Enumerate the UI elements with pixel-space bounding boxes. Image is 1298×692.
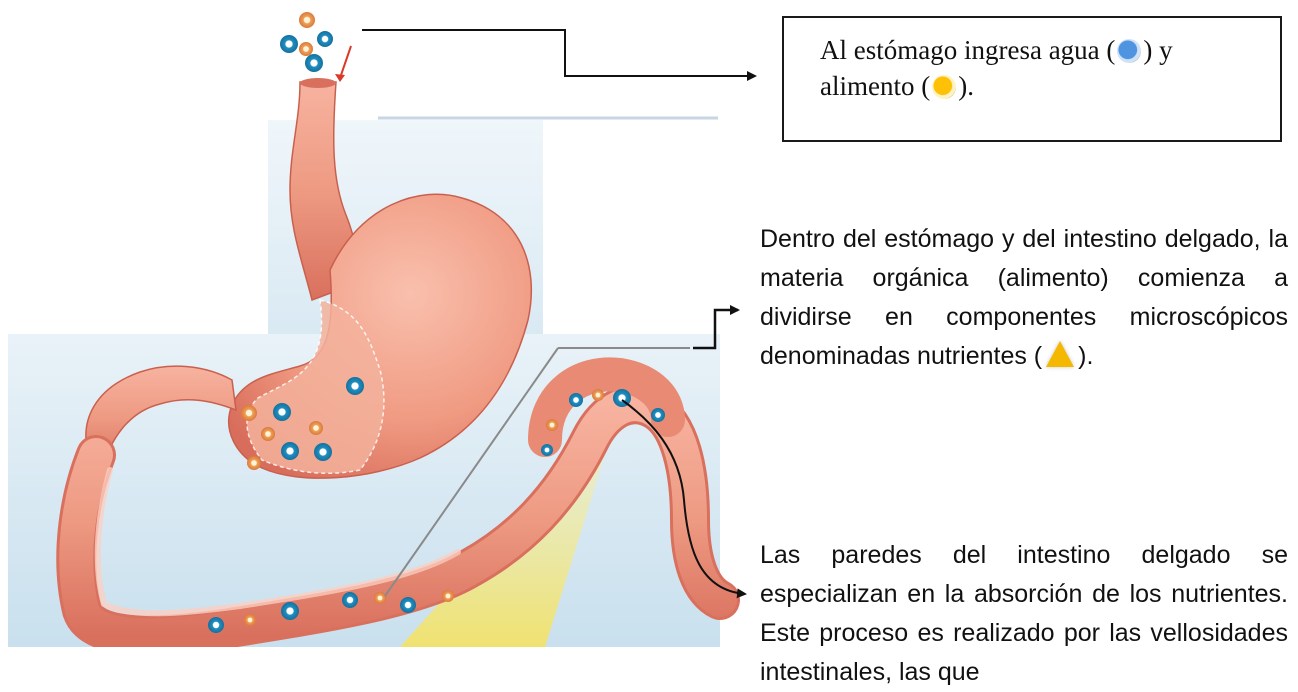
callout-text: ) y	[1143, 35, 1173, 65]
intestine-loop-upper	[528, 357, 685, 457]
callout-digestion: Dentro del estómago y del intestino delg…	[760, 220, 1288, 376]
food-particle	[299, 42, 313, 56]
food-particle	[299, 12, 315, 28]
water-particle	[305, 54, 323, 72]
food-particle	[309, 421, 323, 435]
water-particle	[280, 35, 298, 53]
callout-text: ).	[958, 71, 974, 101]
food-particle	[592, 389, 604, 401]
callout-water-food: Al estómago ingresa agua ( ) y alimento (…	[782, 16, 1282, 142]
anatomy-illustration	[8, 12, 757, 647]
intestine-highlight	[94, 467, 461, 617]
food-particle	[374, 592, 386, 604]
water-particle	[314, 443, 332, 461]
food-symbol-icon	[932, 75, 957, 99]
food-particle	[241, 405, 257, 421]
food-particle	[442, 590, 454, 602]
connector-absorption	[621, 399, 747, 599]
callout-line-1: Al estómago ingresa agua ( ) y	[820, 32, 1260, 68]
incoming-particles	[280, 12, 333, 72]
food-particle	[247, 456, 261, 470]
callout-text: alimento (	[820, 71, 931, 101]
water-particle	[273, 403, 291, 421]
water-particle	[346, 377, 364, 395]
stomach-particles	[241, 377, 364, 470]
food-particle	[546, 419, 558, 431]
entry-arrow-head	[335, 74, 345, 82]
caption-card-blank	[378, 56, 718, 118]
callout-line-2: alimento ().	[820, 68, 1260, 104]
water-particle	[281, 602, 299, 620]
esophagus-opening	[300, 78, 336, 88]
water-particle	[317, 31, 333, 47]
water-particle	[541, 444, 553, 456]
entry-arrow	[339, 45, 352, 79]
water-particle	[208, 617, 224, 633]
water-particle	[400, 597, 416, 613]
callout-absorption: Las paredes del intestino delgado se esp…	[760, 536, 1288, 692]
digestion-text-end: ).	[1078, 342, 1094, 370]
digestion-text: Dentro del estómago y del intestino delg…	[760, 225, 1288, 370]
water-particle	[281, 442, 299, 460]
callout-text: Al estómago ingresa agua (	[820, 35, 1116, 65]
water-particle	[342, 592, 358, 608]
water-particle	[651, 408, 665, 422]
nutrient-symbol-icon	[1046, 341, 1075, 367]
small-intestine	[59, 387, 737, 647]
food-particle	[244, 614, 256, 626]
pointer-line-gray	[384, 347, 559, 597]
food-particle	[261, 427, 275, 441]
water-particle	[569, 393, 583, 407]
connector-digestion	[693, 305, 740, 350]
water-symbol-icon	[1117, 39, 1142, 63]
connector-water-food	[362, 29, 757, 81]
stomach-inner-cutaway	[246, 299, 385, 475]
absorption-text: Las paredes del intestino delgado se esp…	[760, 541, 1288, 686]
digestive-system-diagram: Al estómago ingresa agua ( ) y alimento (…	[8, 12, 1288, 686]
